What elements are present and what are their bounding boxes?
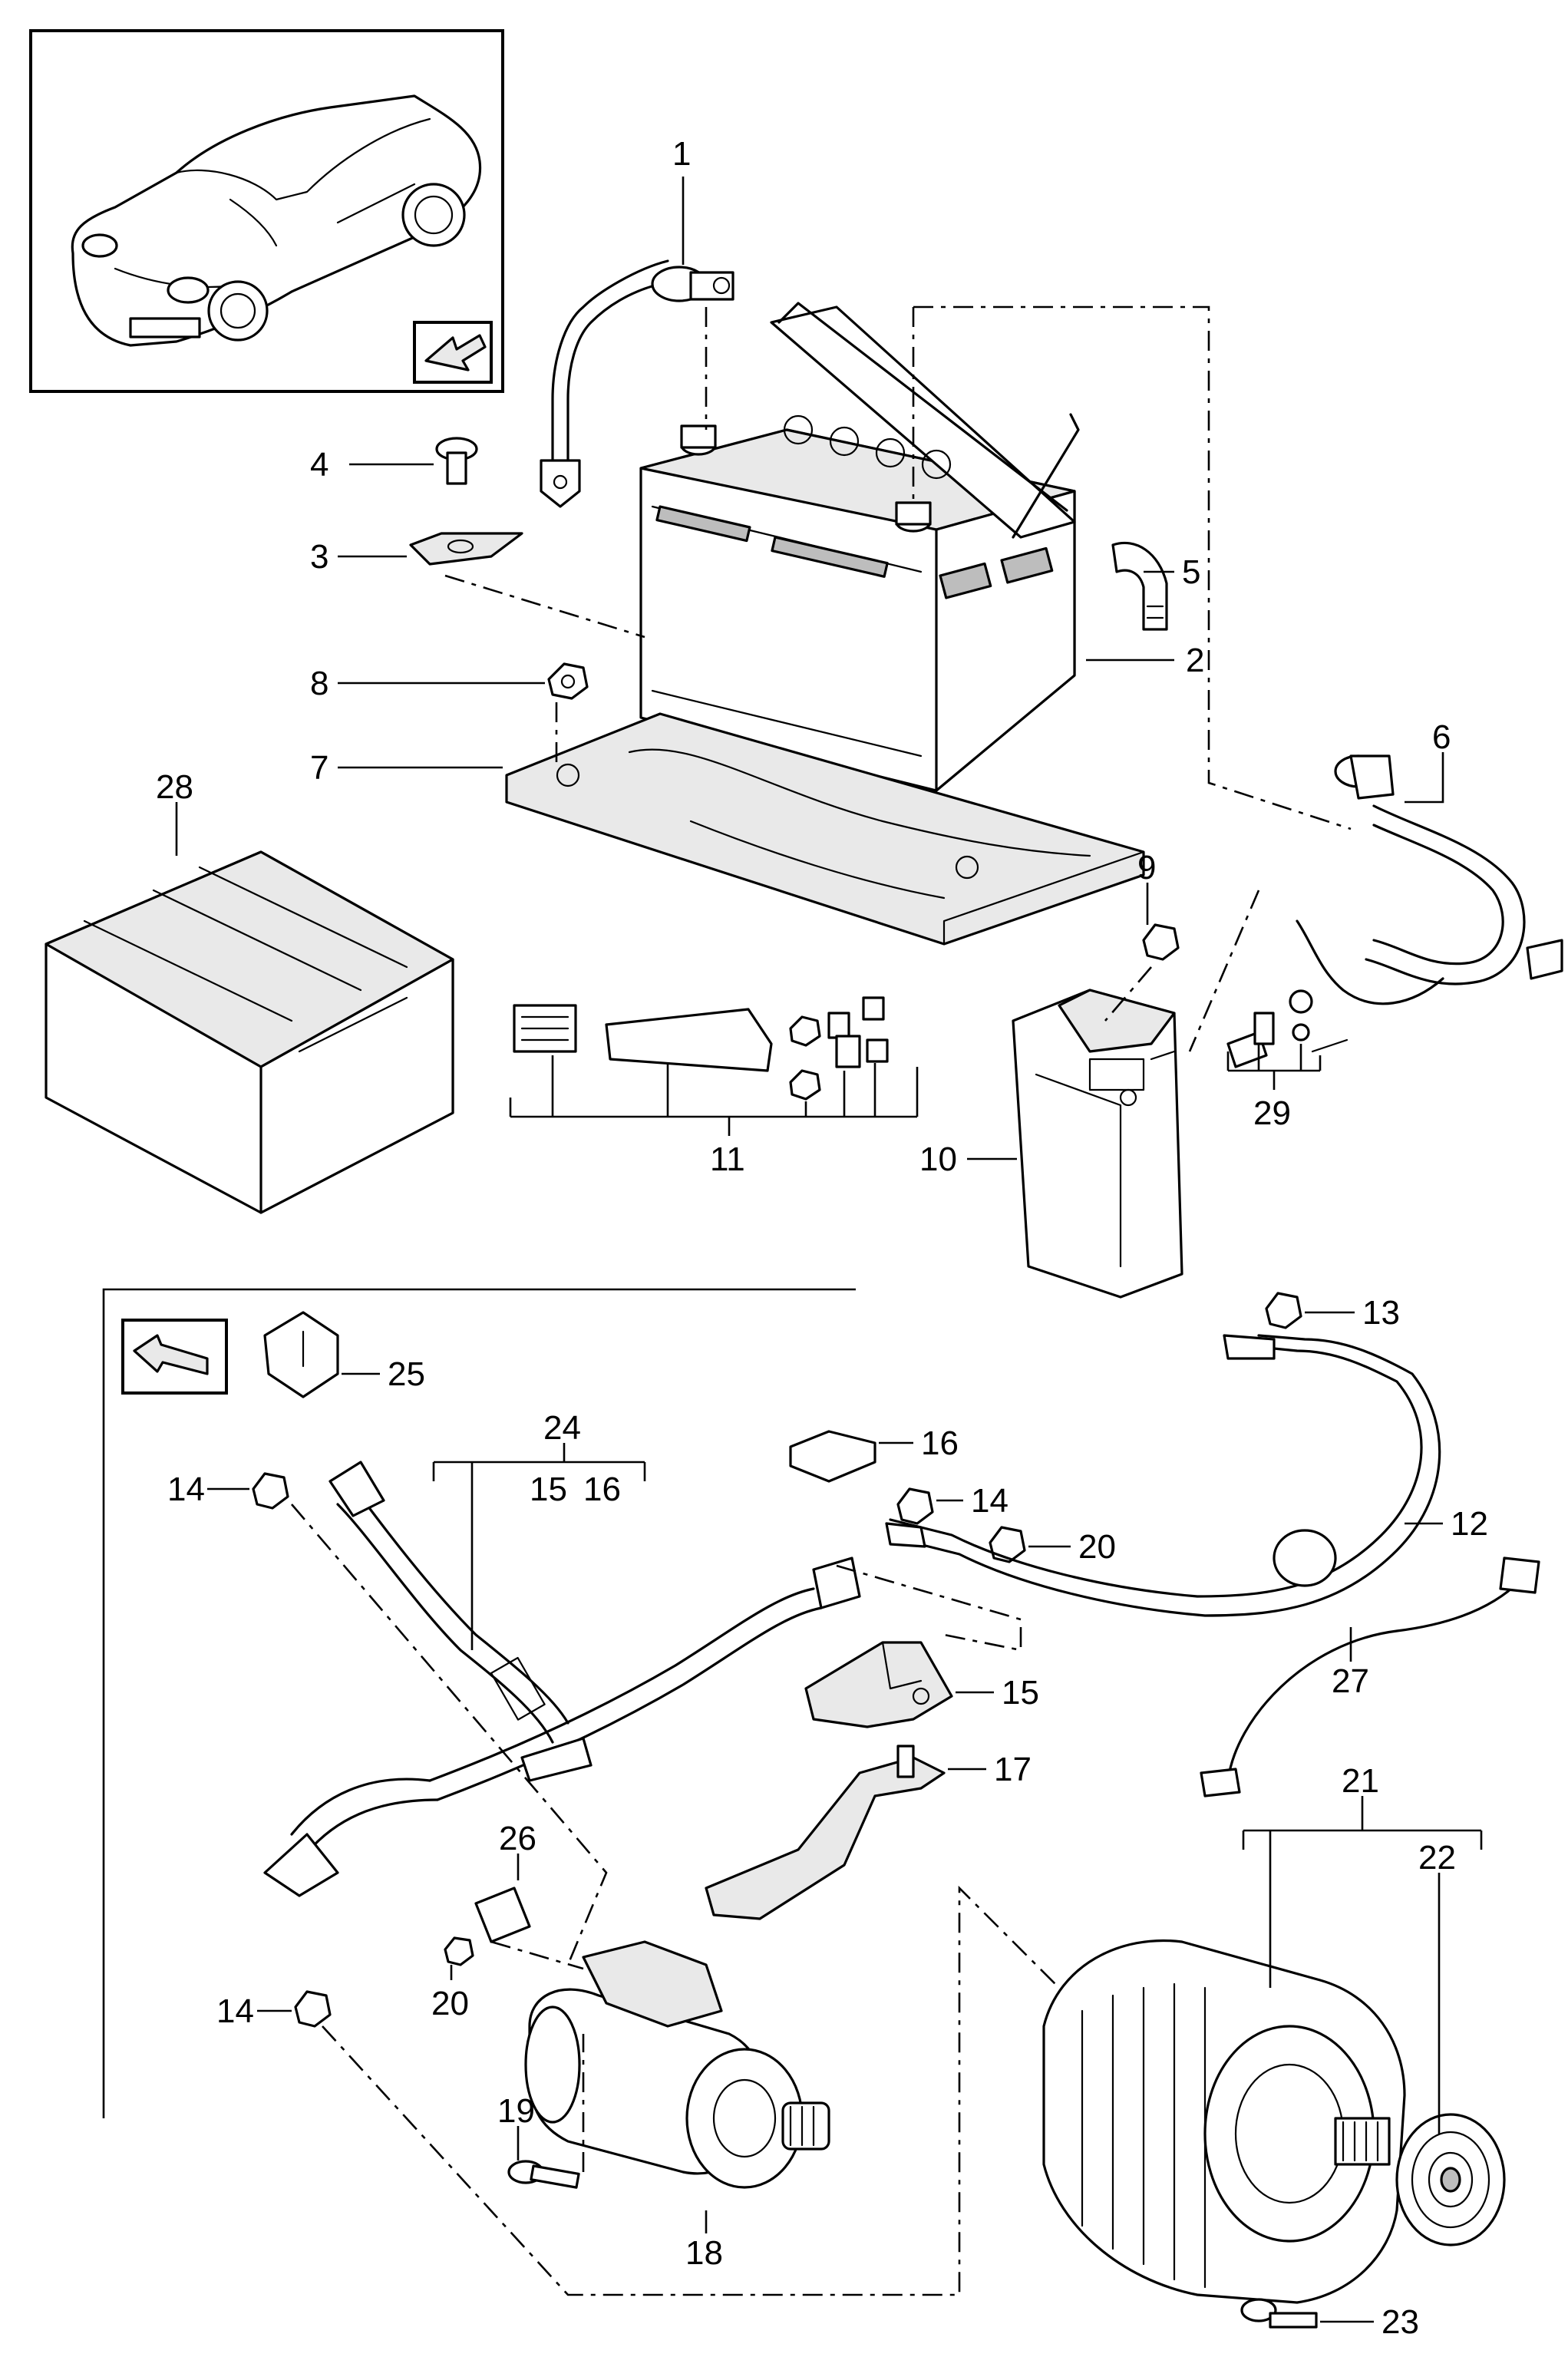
callout-24: 24 [543, 1409, 581, 1447]
callout-9: 9 [1137, 849, 1156, 886]
callout-29: 29 [1253, 1094, 1291, 1132]
ground-cable-12 [885, 1334, 1441, 1617]
callout-15-a: 15 [530, 1471, 567, 1508]
callout-2: 2 [1186, 642, 1204, 679]
callout-7: 7 [310, 749, 328, 787]
callout-13: 13 [1362, 1294, 1400, 1332]
terminal-cap-16 [789, 1430, 876, 1483]
battery [639, 302, 1080, 792]
bracket-17 [705, 1745, 946, 1920]
vent-hose-5 [1111, 541, 1168, 631]
bracket-15 [804, 1641, 953, 1728]
battery-positive-cable [540, 259, 734, 508]
nut-14-b [896, 1487, 934, 1525]
callout-21: 21 [1342, 1762, 1379, 1800]
nut-14-a [252, 1472, 289, 1510]
callout-12: 12 [1451, 1505, 1488, 1543]
wiring-harness-24 [263, 1461, 861, 1897]
battery-negative-cable [1296, 754, 1563, 1005]
ground-strap-27 [1200, 1556, 1540, 1797]
leader-lines [175, 177, 1483, 2323]
callout-14-a: 14 [167, 1471, 205, 1508]
callout-1: 1 [672, 135, 691, 173]
starter-motor-18 [524, 1940, 830, 2189]
callout-19: 19 [497, 2092, 535, 2130]
callout-16-b: 16 [921, 1424, 959, 1462]
callout-14-b: 14 [971, 1482, 1008, 1520]
callout-23: 23 [1381, 2303, 1419, 2341]
callout-26: 26 [499, 1820, 536, 1857]
bolt-19 [507, 2160, 580, 2189]
bolt-23 [1240, 2298, 1318, 2329]
nut-9 [1142, 923, 1180, 961]
callout-18: 18 [685, 2234, 723, 2272]
pulley-22 [1395, 2113, 1506, 2246]
clamp-bracket-3 [409, 532, 523, 566]
callout-16-a: 16 [583, 1471, 621, 1508]
fuse-kit-29 [1226, 989, 1348, 1068]
callout-17: 17 [994, 1751, 1032, 1788]
callout-20-b: 20 [431, 1985, 469, 2022]
nut-20-a [989, 1526, 1026, 1563]
callout-28: 28 [156, 768, 193, 806]
kit-11-parts [513, 996, 889, 1101]
callout-11: 11 [710, 1141, 745, 1178]
callout-6: 6 [1432, 718, 1451, 756]
assembly-lines [291, 305, 1352, 2296]
callout-25: 25 [388, 1355, 425, 1393]
callout-4: 4 [310, 446, 328, 484]
callout-3: 3 [310, 538, 328, 576]
nut-13 [1265, 1292, 1302, 1329]
callout-5: 5 [1182, 553, 1200, 591]
callout-labels: 1 2 3 4 5 6 7 8 9 10 11 12 13 14 14 14 1… [156, 135, 1488, 2341]
control-unit-10 [1012, 989, 1183, 1299]
callout-20-a: 20 [1078, 1528, 1116, 1566]
alternator-21 [1042, 1939, 1406, 2304]
nut-8 [547, 662, 589, 700]
callout-22: 22 [1418, 1839, 1456, 1877]
lower-section-frame [102, 1288, 856, 2118]
direction-arrow-icon [413, 321, 493, 384]
callout-8: 8 [310, 665, 328, 702]
callout-27: 27 [1332, 1662, 1369, 1700]
battery-cover-28 [45, 850, 454, 1214]
vehicle-thumbnail [29, 29, 504, 393]
callout-10: 10 [919, 1141, 957, 1178]
bolt-4 [435, 437, 478, 485]
battery-tray [505, 712, 1145, 946]
car-thumbnail-icon [71, 94, 482, 347]
bracket-26 [474, 1887, 531, 1943]
nut-20-b [444, 1936, 474, 1966]
callout-15-b: 15 [1002, 1674, 1039, 1712]
direction-arrow-icon [121, 1319, 228, 1395]
nut-14-c [294, 1990, 332, 2028]
cable-clip-25 [263, 1311, 339, 1398]
callout-14-c: 14 [216, 1992, 254, 2030]
